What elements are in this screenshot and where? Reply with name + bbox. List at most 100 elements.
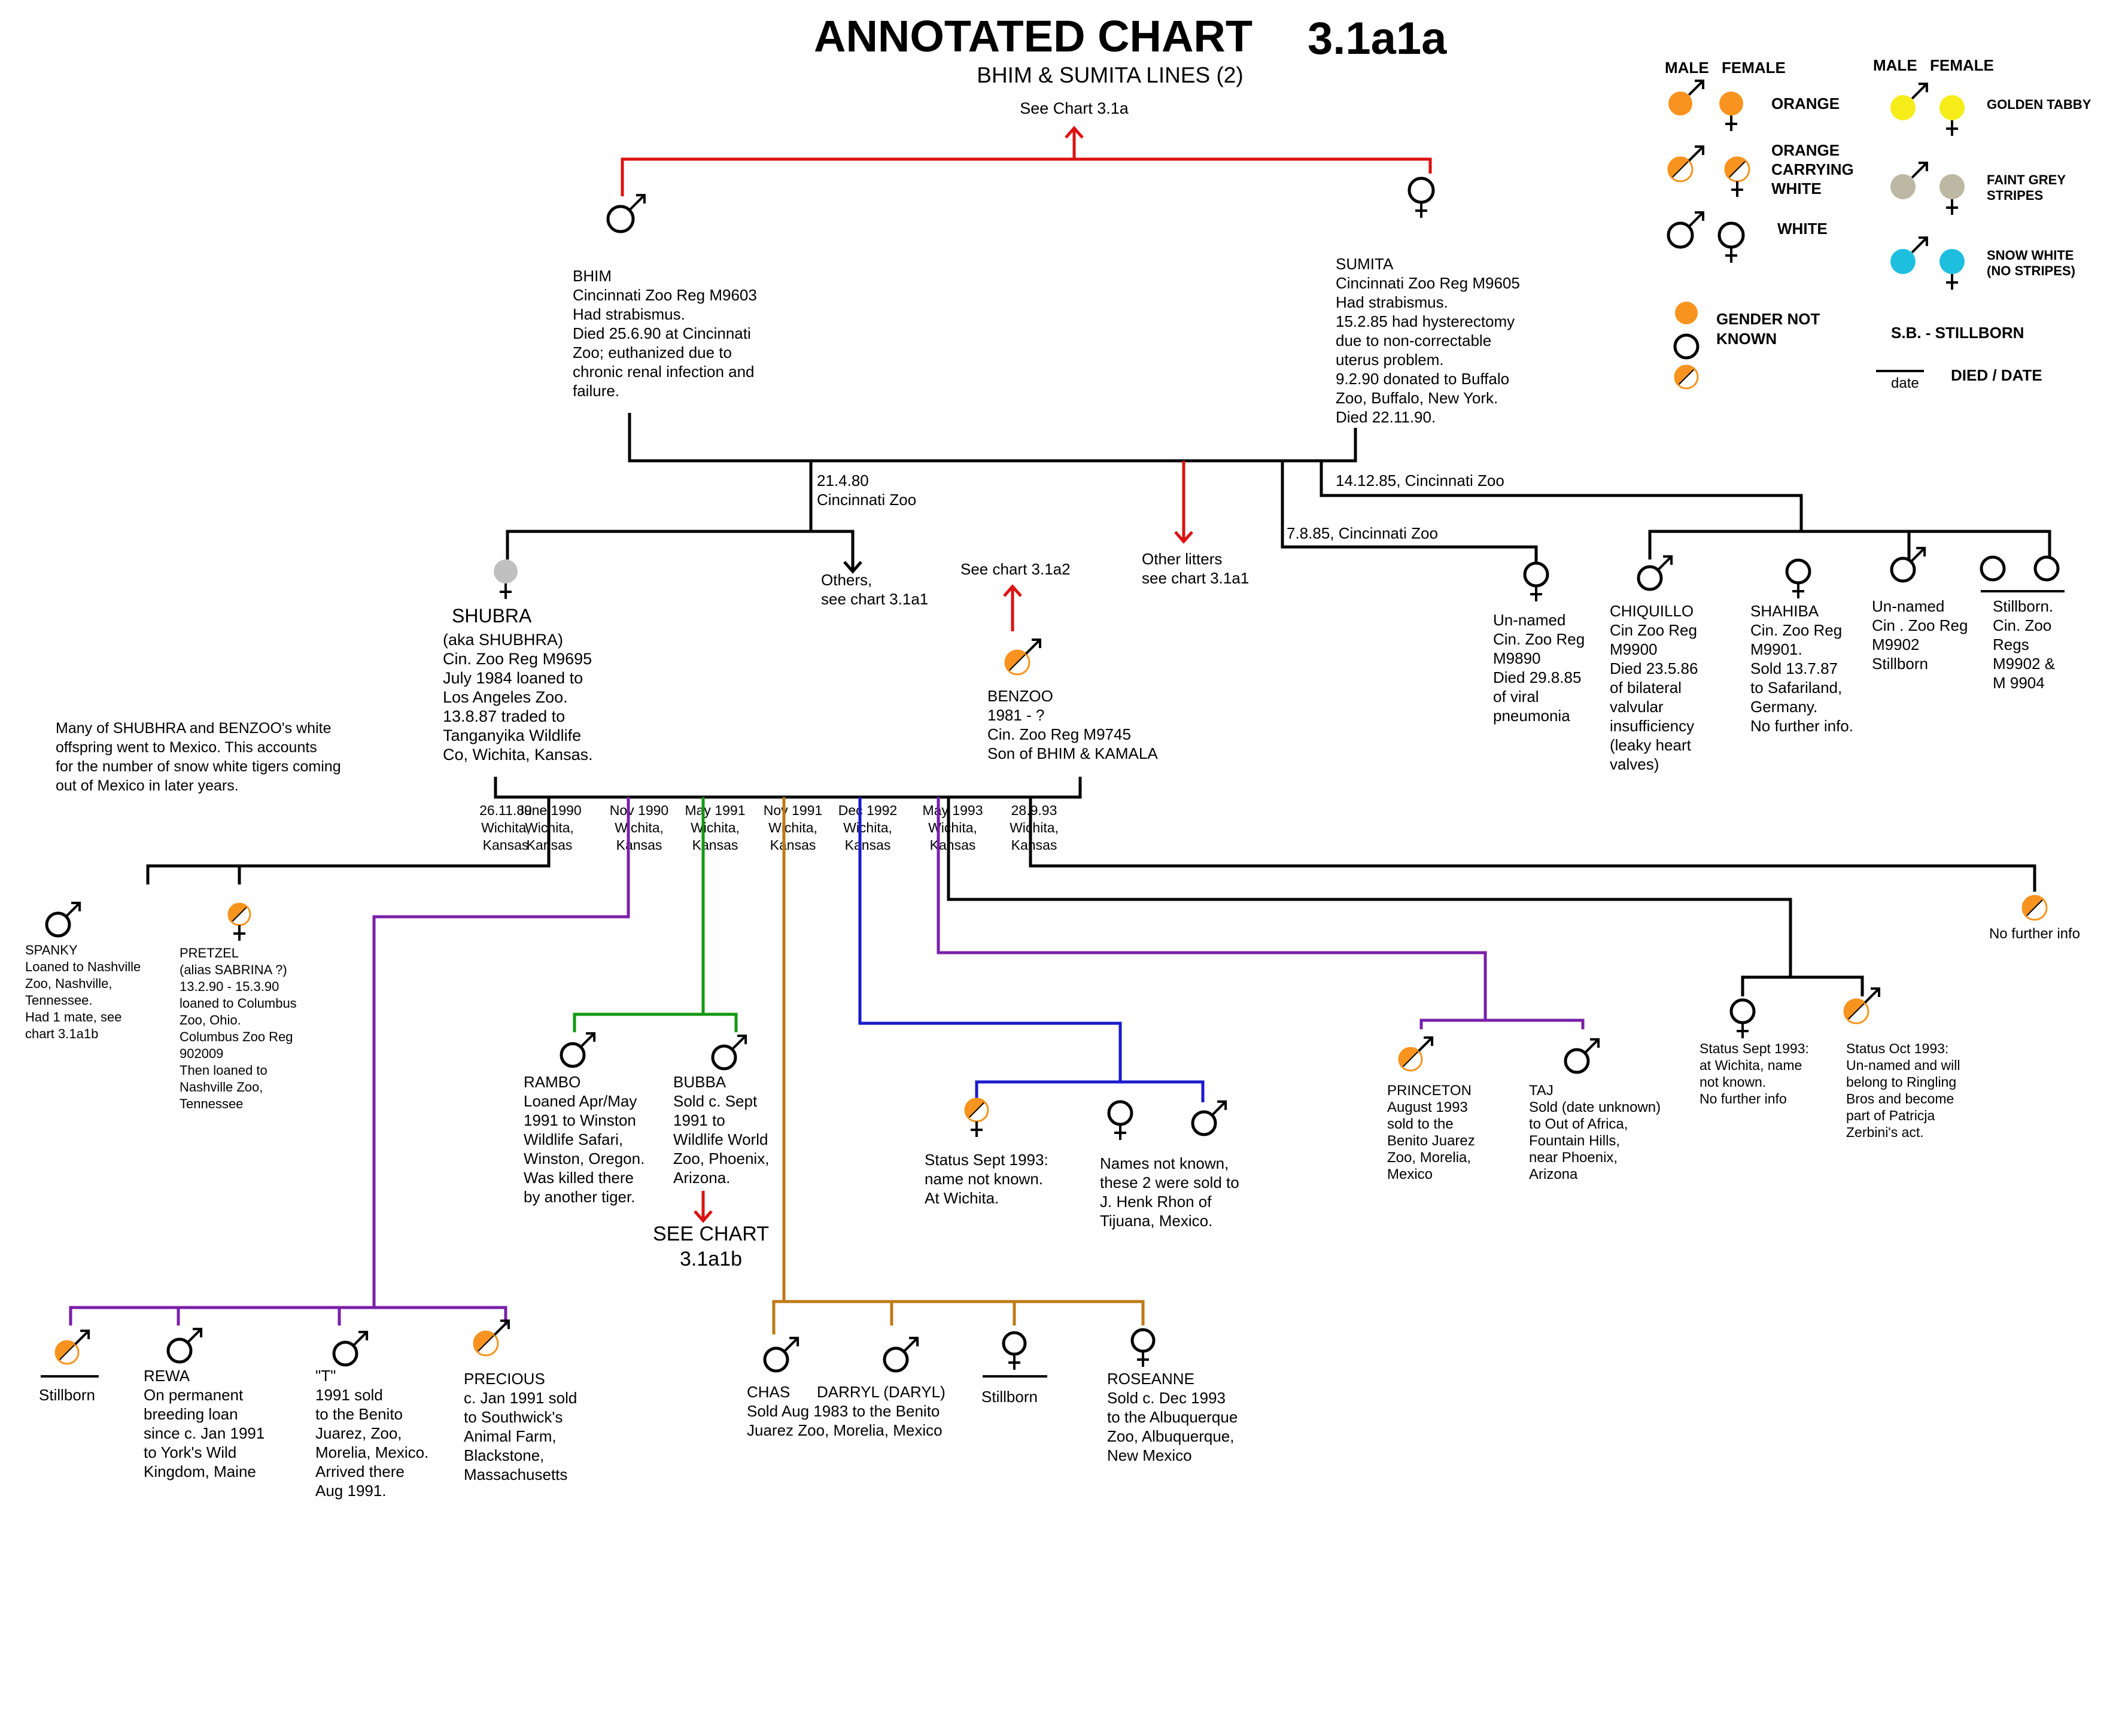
legend-date-label: date [1891, 375, 1919, 391]
princeton-info-line-2: August 1993 [1387, 1099, 1468, 1115]
legend-white-female-icon [1717, 221, 1745, 263]
pretzel-info-line-8: Then loaned to [180, 1063, 267, 1078]
litter-5-label-line-3: Kansas [770, 837, 816, 853]
litter-7-line [947, 797, 1792, 977]
pretzel-info-line-3: 13.2.90 - 15.3.90 [180, 979, 279, 994]
status-sept-93-info-line-1: Status Sept 1993: [1700, 1041, 1809, 1056]
see-chart-3-1a2-label: See chart 3.1a2 [960, 560, 1071, 578]
mexico-note-line-1: Many of SHUBHRA and BENZOO's white [56, 720, 332, 737]
legend-white-label: WHITE [1771, 180, 1822, 197]
other-litters-label-line-1: Other litters [1142, 550, 1222, 568]
spanky-info-line-5: Had 1 mate, see [25, 1010, 121, 1024]
legend-snow-female-icon [1939, 249, 1965, 290]
precious-info-line-4: Animal Farm, [464, 1427, 557, 1445]
rambo-info-line-5: Winston, Oregon. [524, 1150, 645, 1168]
shubra-benzoo-bar [494, 777, 1082, 799]
pretzel-info-line-10: Tennessee [180, 1096, 243, 1111]
chiquillo-info-line-1: CHIQUILLO [1610, 602, 1694, 620]
litter-5-label-line-1: Nov 1991 [764, 802, 822, 818]
roseanne-info-line-5: New Mexico [1107, 1446, 1192, 1464]
shahiba-info-line-2: Cin. Zoo Reg [1750, 621, 1842, 639]
litter-5-label-line-2: Wichita, [768, 820, 817, 835]
sumita-info-line-5: due to non-correctable [1336, 332, 1491, 349]
chas-info-line-2: Sold Aug 1983 to the Benito [747, 1402, 940, 1420]
names-unknown-info-line-4: Tijuana, Mexico. [1100, 1212, 1212, 1230]
unknown-male-icon [1191, 1100, 1227, 1136]
sumita-info-line-9: Died 22.11.90. [1336, 408, 1436, 426]
sumita-female-icon [1407, 177, 1435, 218]
no-further-info-label: No further info [1989, 926, 2080, 942]
chiquillo-male-icon [1637, 555, 1673, 591]
litter-1-label-line-2: Wichita, [481, 820, 530, 835]
t-info-line-3: to the Benito [315, 1405, 403, 1423]
legend-carrying-label: CARRYING [1771, 160, 1854, 178]
legend-orange-female-icon [1719, 92, 1743, 131]
shahiba-info-line-7: No further info. [1750, 717, 1853, 735]
stillborn-b-female-icon [1002, 1331, 1027, 1370]
benzoo-info-line-1: BENZOO [987, 687, 1053, 705]
litter-1980-bar [506, 530, 855, 560]
pretzel-info-line-5: Zoo, Ohio. [180, 1013, 241, 1027]
status-sept-female-icon [964, 1097, 989, 1137]
legend-gender-unknown-white-icon [1673, 333, 1700, 360]
taj-male-icon [1564, 1038, 1600, 1074]
legend-orange-white-female-icon [1724, 156, 1750, 197]
others-label-line-1: Others, [821, 571, 872, 589]
mexico-note-line-4: out of Mexico in later years. [56, 777, 239, 794]
benzoo-male-icon [1004, 639, 1041, 676]
status-oct-93-info-line-1: Status Oct 1993: [1846, 1041, 1948, 1056]
precious-info-line-3: to Southwick's [464, 1408, 563, 1426]
bhim-info-line-7: failure. [573, 382, 619, 400]
legend-grey-male-icon [1890, 162, 1928, 199]
unnamed-male-info-line-4: Stillborn [1872, 655, 1928, 673]
litter-785-label: 7.8.85, Cincinnati Zoo [1287, 524, 1438, 542]
precious-male-icon [473, 1320, 510, 1357]
unnamed-female-info-line-2: Cin. Zoo Reg [1493, 630, 1585, 648]
status-sept-93-info-line-4: No further info [1700, 1091, 1787, 1106]
chart-number: 3.1a1a [1308, 13, 1447, 64]
litter-1-label-line-1: 26.11.89 [479, 802, 532, 818]
shubra-info-line-5: 13.8.87 traded to [443, 707, 565, 725]
princeton-info-line-4: Benito Juarez [1387, 1133, 1475, 1149]
roseanne-info-line-3: to the Albuquerque [1107, 1408, 1238, 1426]
t-male-icon [332, 1330, 369, 1367]
status-sept-93-info-line-2: at Wichita, name [1700, 1057, 1802, 1073]
up-to-chart-3-1a-arrow-icon [1065, 126, 1084, 159]
litter-6-label-line-2: Wichita, [843, 820, 892, 835]
pretzel-info-line-9: Nashville Zoo, [180, 1080, 263, 1094]
status-oct-93-info-line-3: belong to Ringling [1846, 1074, 1956, 1090]
litter-1-label-line-3: Kansas [483, 837, 529, 853]
legend-snow-label: SNOW WHITE [1987, 248, 2074, 263]
litter-4-label-line-3: Kansas [692, 837, 738, 853]
sumita-info-line-6: uterus problem. [1336, 351, 1444, 369]
names-unknown-info-line-2: these 2 were sold to [1100, 1173, 1239, 1191]
shahiba-female-icon [1785, 558, 1811, 598]
unnamed-female-info-line-1: Un-named [1493, 611, 1565, 629]
bhim-info-line-1: BHIM [573, 267, 612, 285]
sumita-info-line-2: Cincinnati Zoo Reg M9605 [1336, 274, 1520, 292]
other-litters-arrow-icon [1174, 461, 1193, 544]
shubra-info-line-7: Co, Wichita, Kansas. [443, 746, 593, 764]
roseanne-info-line-4: Zoo, Albuquerque, [1107, 1427, 1235, 1445]
litter-7-label-line-1: May 1993 [922, 802, 983, 818]
litter-4-bar [772, 1300, 1145, 1334]
bhim-sumita-bar [628, 413, 1357, 463]
chas-info-line-3: Juarez Zoo, Morelia, Mexico [747, 1421, 943, 1439]
parents-link-line [621, 157, 1432, 196]
rambo-info-line-6: Was killed there [524, 1169, 634, 1187]
princeton-info-line-5: Zoo, Morelia, [1387, 1150, 1471, 1166]
chiquillo-info-line-6: valvular [1610, 698, 1664, 716]
litter-8-label-line-3: Kansas [1011, 837, 1057, 853]
legend-orange-white-label: ORANGE [1771, 141, 1840, 159]
status-sept-93-info-line-3: not known. [1700, 1074, 1766, 1090]
mexico-note-line-3: for the number of snow white tigers comi… [56, 758, 341, 775]
t-info-line-4: Juarez, Zoo, [315, 1424, 402, 1442]
t-info-line-2: 1991 sold [315, 1386, 383, 1404]
rewa-info-line-2: On permanent [144, 1386, 244, 1404]
status-oct-93-info-line-2: Un-named and will [1846, 1057, 1960, 1073]
shubra-name: SHUBRA [452, 605, 532, 627]
spanky-info-line-6: chart 3.1a1b [25, 1026, 98, 1041]
status-sept-wichita-info-line-3: At Wichita. [925, 1189, 999, 1207]
status-oct-93-info-line-6: Zerbini's act. [1846, 1124, 1924, 1140]
status-sept-wichita-info-line-1: Status Sept 1993: [925, 1151, 1048, 1169]
